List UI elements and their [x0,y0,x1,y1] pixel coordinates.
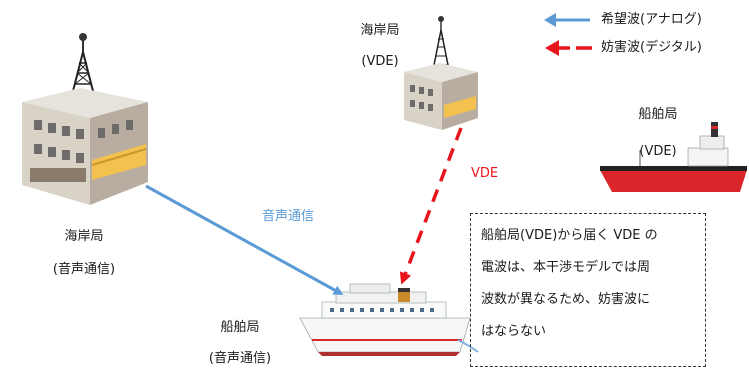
ship-station-vde-name: 船舶局 [638,107,678,122]
interference-wave-arrow [399,127,463,285]
coast-station-vde-name: 海岸局 [360,23,400,38]
ship-station-voice-passenger-ship-icon [299,283,479,356]
legend-interference-arrow [545,40,592,56]
ship-station-vde-cargo-ship-icon [600,122,747,192]
legend-interference-label: 妨害波(デジタル) [601,40,702,55]
coast-station-vde-type: (VDE) [361,54,399,69]
coast-station-voice-name: 海岸局 [64,229,104,244]
desired-wave-arrow [145,184,344,295]
coast-station-voice-type: (音声通信) [52,262,116,277]
vde-link-label: VDE [471,166,499,181]
note-line: 電波は、本干渉モデルでは周 [481,260,651,275]
ship-station-voice-name: 船舶局 [220,320,260,335]
ship-station-voice-type: (音声通信) [208,351,272,366]
legend-desired-label: 希望波(アナログ) [601,12,702,27]
note-line: はならない [481,324,547,339]
voice-link-label: 音声通信 [262,209,315,224]
legend-desired-arrow [544,13,590,27]
coast-station-vde-building-icon [404,16,478,130]
interference-note-box: 船舶局(VDE)から届く VDE の 電波は、本干渉モデルでは周 波数が異なるた… [470,213,706,367]
note-line: 船舶局(VDE)から届く VDE の [481,228,658,243]
note-line: 波数が異なるため、妨害波に [481,292,651,307]
coast-station-voice-building-icon [22,33,148,205]
ship-station-vde-type: (VDE) [639,144,677,159]
